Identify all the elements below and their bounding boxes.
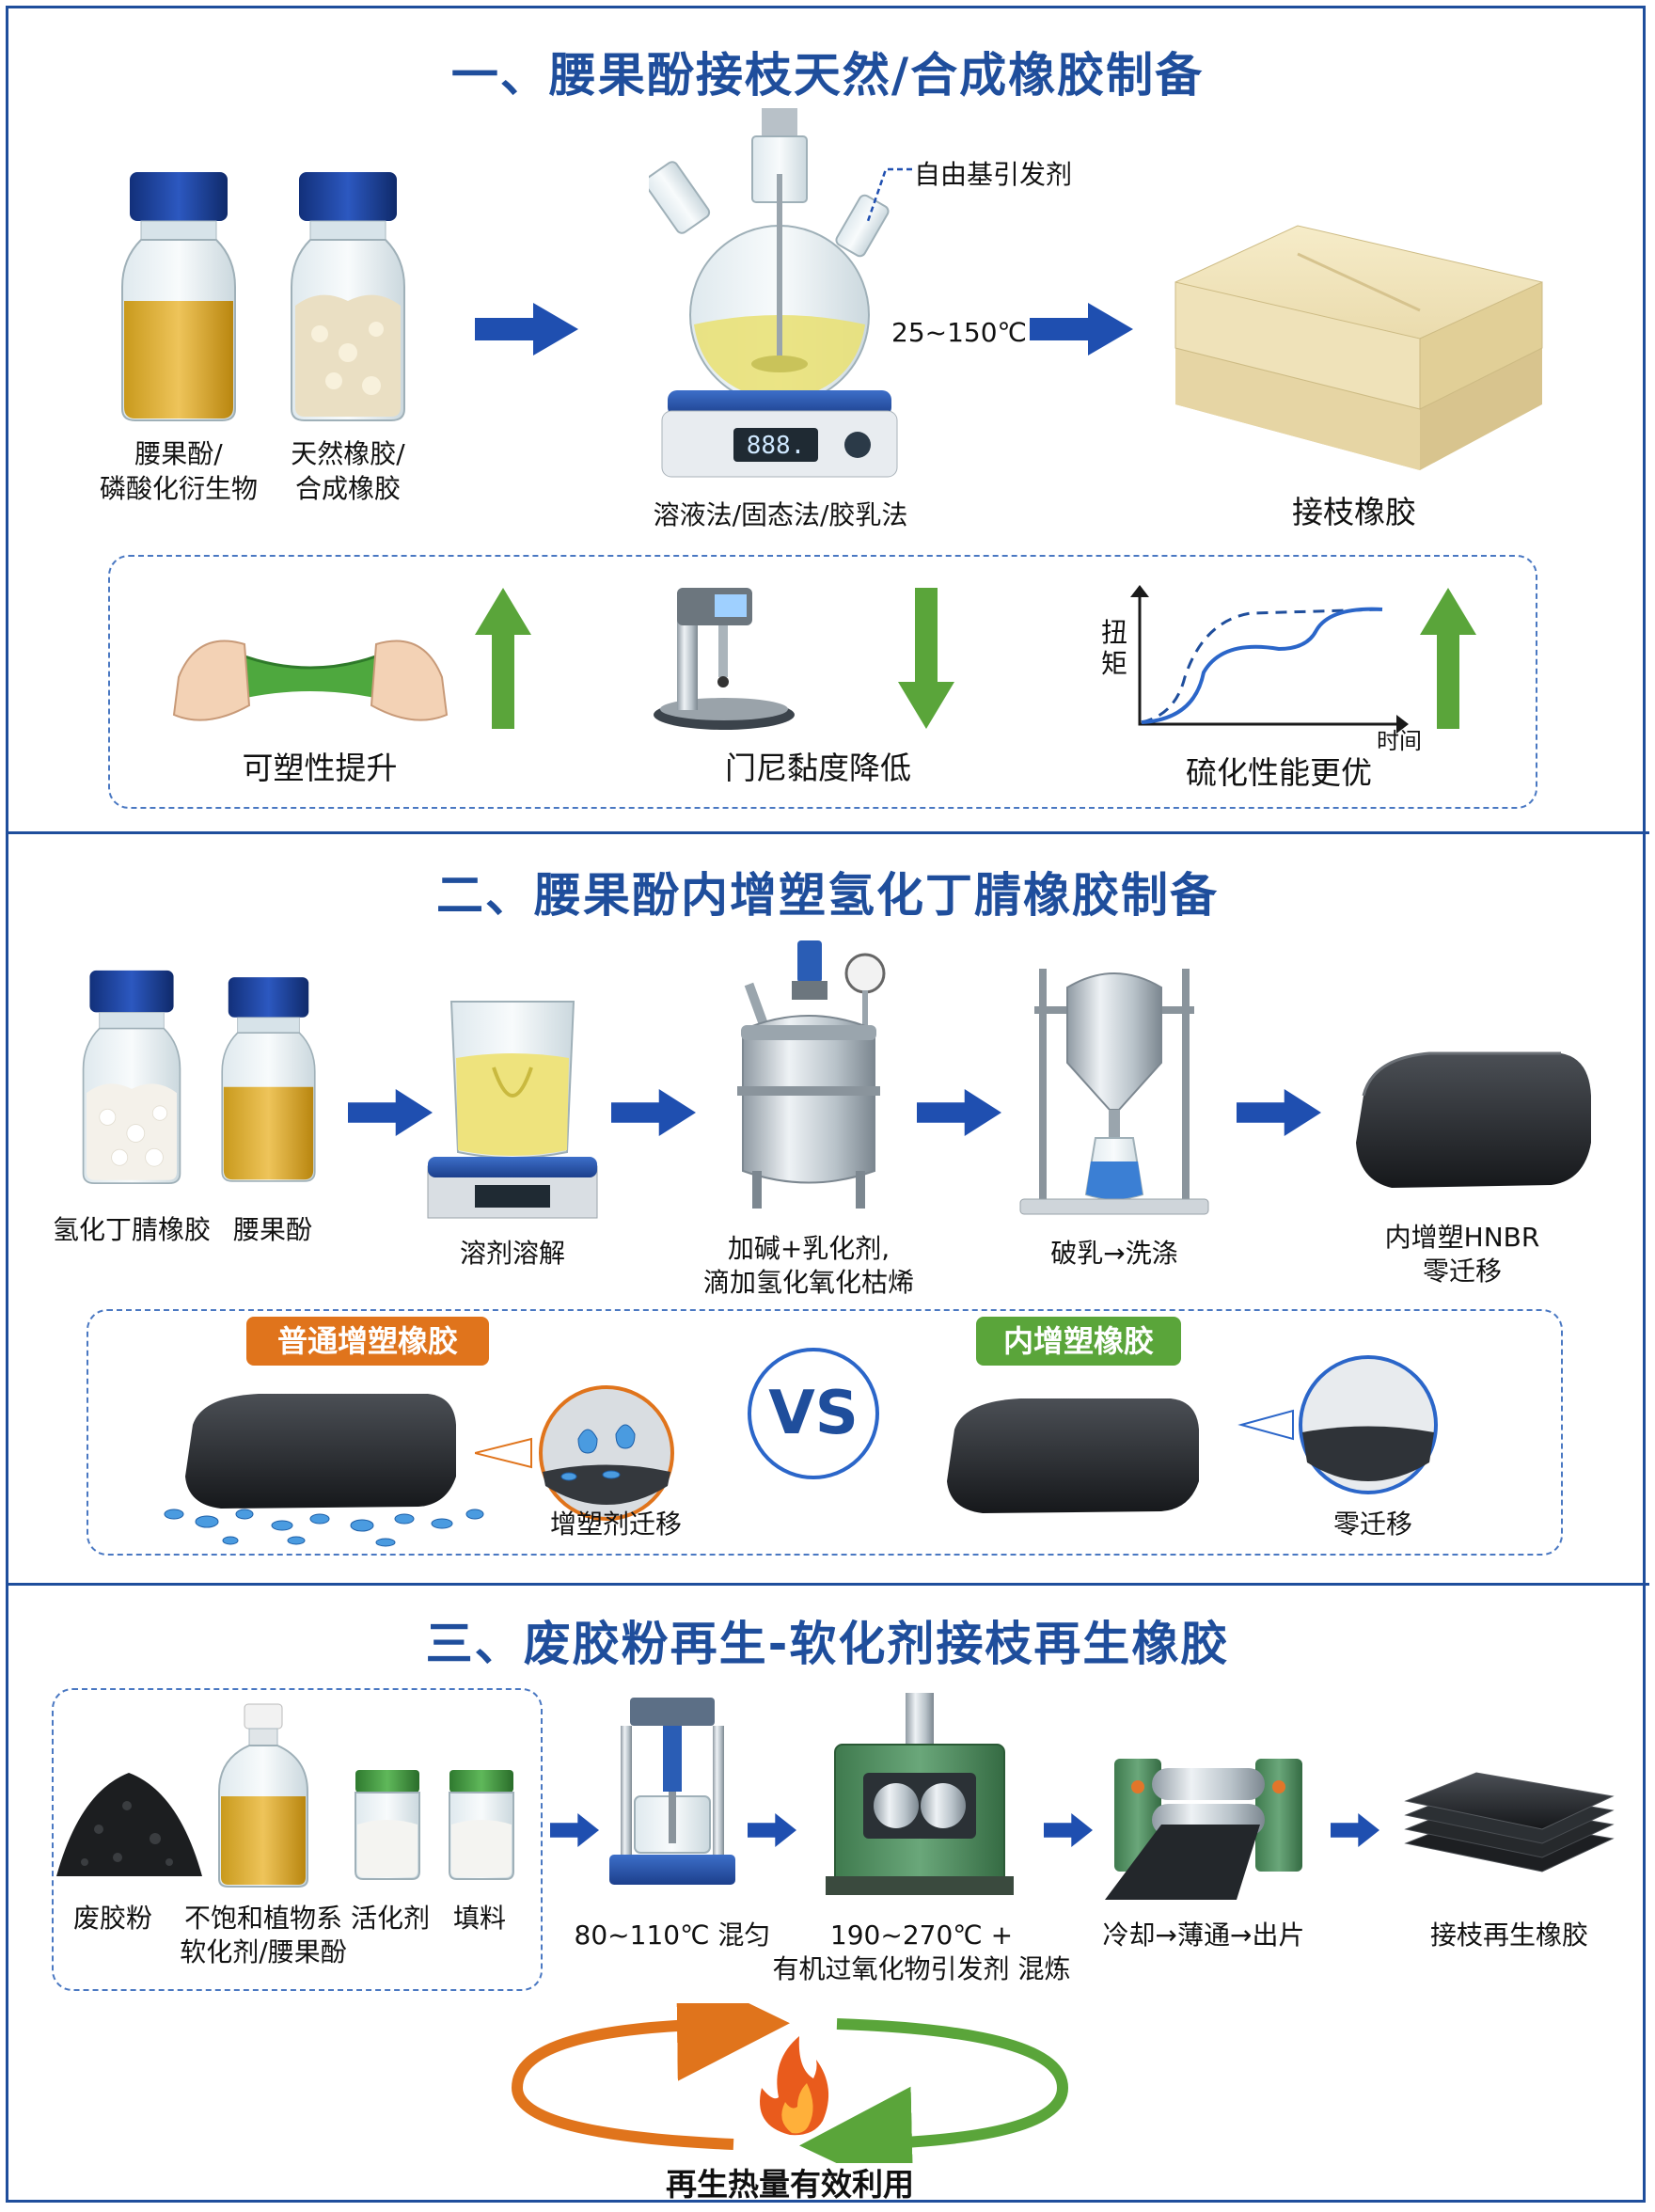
bottle2-label-line1: 天然橡胶/ [291, 438, 405, 469]
softener-bottle-icon [218, 1703, 308, 1888]
flask-reactor-icon: 888. [649, 108, 898, 478]
benefits-panel [108, 555, 1537, 809]
zero-migration-block-icon [947, 1398, 1199, 1513]
stretching-rubber-icon [172, 640, 449, 721]
comparison-panel [87, 1309, 1563, 1556]
reactor-method-label: 溶液法/固态法/胶乳法 [653, 499, 908, 530]
vs-badge: VS [748, 1348, 879, 1479]
mixer-icon [609, 1698, 735, 1885]
steel-reactor-icon [737, 940, 886, 1209]
flow-arrow-icon [1331, 1813, 1379, 1847]
increase-arrow-icon [1420, 588, 1476, 729]
sheet-step-label: 冷却→薄通→出片 [1102, 1920, 1305, 1951]
rubber-bottle-icon [291, 172, 405, 421]
flow-arrow-icon [475, 303, 578, 356]
migration-caption: 增塑剂迁移 [549, 1509, 682, 1540]
reclaimed-rubber-sheets-icon [1404, 1772, 1615, 1872]
activator-jar-icon [355, 1770, 420, 1880]
decrease-arrow-icon [898, 588, 954, 729]
curve-ylabel-1: 扭 [1100, 617, 1127, 648]
increase-arrow-icon [475, 588, 531, 729]
section-divider-2 [6, 1583, 1649, 1586]
section3-title: 三、废胶粉再生-软化剂接枝再生橡胶 [425, 1617, 1230, 1671]
activator-label: 活化剂 [350, 1903, 430, 1934]
section1-title: 一、腰果酚接枝天然/合成橡胶制备 [450, 48, 1205, 103]
blend-step-line1: 190~270℃ + [829, 1920, 1014, 1951]
blend-step-line2: 有机过氧化物引发剂 混炼 [772, 1953, 1071, 1984]
flow-arrow-icon [1237, 1089, 1321, 1136]
filler-jar-icon [449, 1770, 514, 1880]
curve-ylabel-2: 矩 [1100, 648, 1127, 679]
flow-arrow-icon [550, 1813, 599, 1847]
separation-apparatus-icon [1019, 969, 1209, 1215]
cardanol-bottle-icon [221, 977, 316, 1182]
beaker-stirrer-icon [427, 1001, 598, 1219]
section-divider-1 [6, 831, 1649, 834]
flow-arrow-icon [917, 1089, 1001, 1136]
softener-label-line2: 软化剂/腰果酚 [180, 1936, 347, 1967]
hnbr-label: 氢化丁腈橡胶 [52, 1214, 211, 1245]
migrating-rubber-block-icon [164, 1394, 484, 1547]
droplet-zoom-icon [475, 1385, 674, 1521]
hnbr-product-line2: 零迁移 [1422, 1256, 1502, 1287]
cardanol-label: 腰果酚 [232, 1214, 312, 1245]
two-roll-mill-icon [1105, 1759, 1302, 1900]
section2-title: 二、腰果酚内增塑氢化丁腈橡胶制备 [436, 868, 1219, 923]
flow-arrow-icon [348, 1089, 433, 1136]
cardanol-bottle-icon [121, 172, 236, 421]
heat-cycle-label: 再生热量有效利用 [666, 2166, 914, 2203]
dissolve-label: 溶剂溶解 [459, 1238, 565, 1269]
raw-materials-panel [52, 1688, 543, 1991]
hnbr-bottle-icon [82, 970, 181, 1184]
bottle2-label-line2: 合成橡胶 [294, 473, 401, 504]
curve-xlabel: 时间 [1377, 728, 1422, 754]
flow-arrow-icon [1030, 303, 1133, 356]
display-readout: 888. [747, 432, 806, 460]
rubber-crumb-label: 废胶粉 [72, 1903, 152, 1934]
initiator-label: 自由基引发剂 [914, 159, 1073, 190]
bottle1-label-line1: 腰果酚/ [134, 438, 223, 469]
flow-arrow-icon [1044, 1813, 1093, 1847]
benefit-plasticity-label: 可塑性提升 [242, 750, 398, 786]
clean-surface-zoom-icon [1237, 1355, 1438, 1494]
mooney-viscometer-icon [654, 588, 795, 730]
benefit-mooney-label: 门尼黏度降低 [725, 750, 911, 786]
grafted-rubber-label: 接枝橡胶 [1292, 494, 1416, 530]
heat-cycle-icon [511, 2003, 1069, 2163]
demulsify-label: 破乳→洗涤 [1050, 1238, 1178, 1269]
softener-label-line1: 不饱和植物系 [183, 1903, 342, 1934]
grafted-rubber-blocks-icon [1174, 225, 1543, 470]
flow-arrow-icon [748, 1813, 796, 1847]
initiator-pointer-icon [865, 167, 912, 225]
benefit-cure-label: 硫化性能更优 [1186, 754, 1372, 791]
hnbr-sheet-icon [1356, 1051, 1591, 1188]
rubber-crumb-icon [56, 1773, 202, 1876]
internal-mixer-icon [826, 1693, 1014, 1895]
zero-migration-caption: 零迁移 [1332, 1509, 1412, 1540]
internal-plasticized-tag: 内增塑橡胶 [976, 1317, 1181, 1366]
reclaimed-rubber-label: 接枝再生橡胶 [1429, 1920, 1588, 1951]
normal-plasticized-tag: 普通增塑橡胶 [246, 1317, 489, 1366]
outer-frame [6, 6, 1646, 2203]
reaction-label-line2: 滴加氢化氧化枯烯 [702, 1267, 914, 1298]
flow-arrow-icon [611, 1089, 696, 1136]
hnbr-product-line1: 内增塑HNBR [1384, 1222, 1540, 1253]
reaction-label-line1: 加碱+乳化剂, [727, 1233, 891, 1264]
mix-step-label: 80~110℃ 混匀 [574, 1920, 771, 1951]
filler-label: 填料 [452, 1903, 506, 1934]
cure-curve-chart [1130, 585, 1409, 734]
temperature-label: 25~150℃ [891, 317, 1027, 348]
bottle1-label-line2: 磷酸化衍生物 [99, 473, 258, 504]
